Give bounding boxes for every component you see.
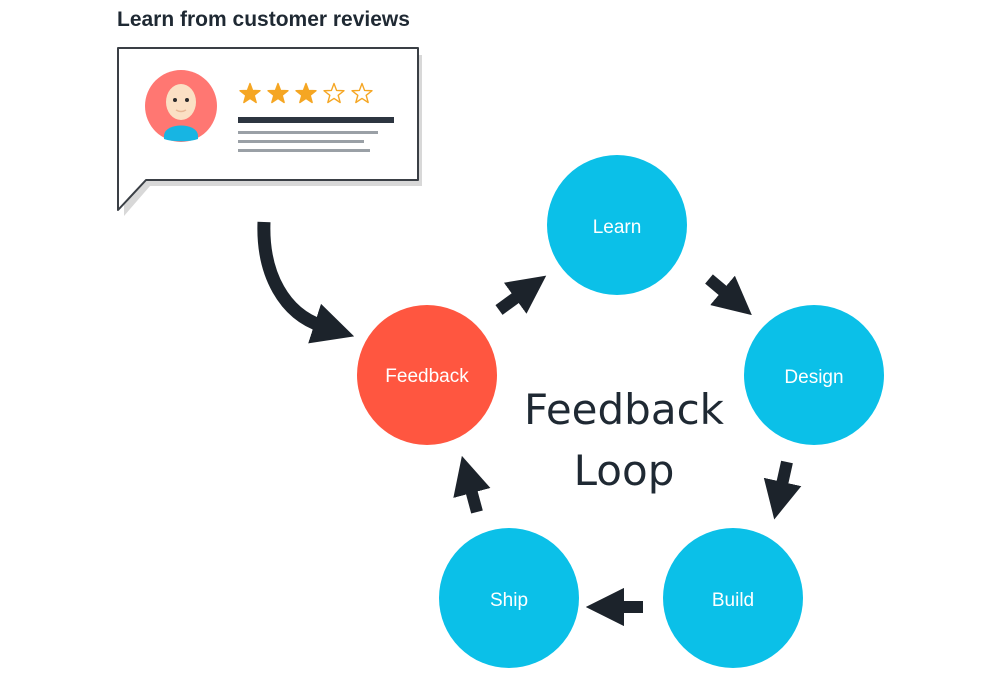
- feedback-to-learn-arrow: [495, 275, 547, 315]
- node-learn-circle: [547, 155, 687, 295]
- node-design: Design: [744, 305, 884, 445]
- review-title-line: [238, 117, 394, 123]
- node-build-circle: [663, 528, 803, 668]
- review-to-feedback-arrow: [257, 221, 355, 344]
- node-build-label: Build: [712, 590, 754, 611]
- center-title-line1: Feedback: [524, 385, 725, 434]
- node-feedback-circle: [357, 305, 497, 445]
- node-ship: Ship: [439, 528, 579, 668]
- node-feedback: Feedback: [357, 305, 497, 445]
- node-design-circle: [744, 305, 884, 445]
- learn-to-design-arrow: [705, 274, 752, 316]
- node-learn: Learn: [547, 155, 687, 295]
- ship-to-feedback-arrow: [453, 455, 491, 514]
- star-filled-icon: [295, 82, 317, 104]
- node-ship-label: Ship: [490, 590, 528, 611]
- star-rating: [239, 82, 373, 104]
- review-text-line: [238, 140, 364, 143]
- star-empty-icon: [323, 82, 345, 104]
- star-filled-icon: [267, 82, 289, 104]
- node-design-label: Design: [784, 367, 843, 388]
- center-title-line2: Loop: [574, 446, 675, 495]
- star-filled-icon: [239, 82, 261, 104]
- page-heading: Learn from customer reviews: [117, 8, 410, 31]
- node-ship-circle: [439, 528, 579, 668]
- design-to-build-arrow: [763, 460, 802, 520]
- review-text-line: [238, 149, 370, 152]
- avatar: [145, 70, 217, 142]
- star-empty-icon: [351, 82, 373, 104]
- review-card: [117, 47, 422, 216]
- review-text-line: [238, 131, 378, 134]
- node-feedback-label: Feedback: [385, 366, 469, 387]
- node-build: Build: [663, 528, 803, 668]
- node-learn-label: Learn: [593, 217, 642, 238]
